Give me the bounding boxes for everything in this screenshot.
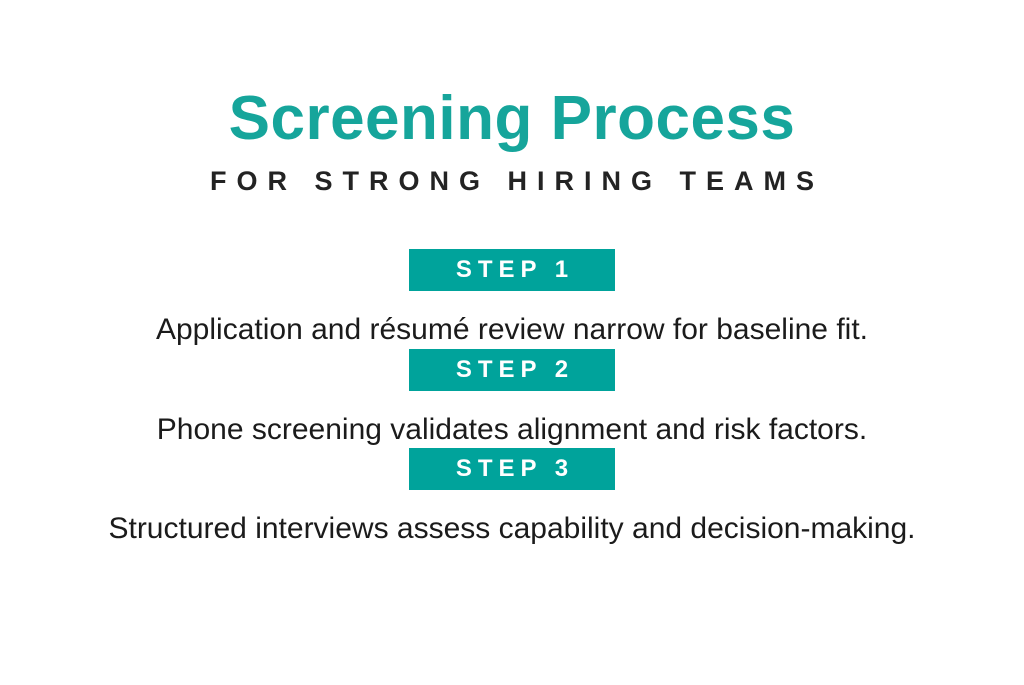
step-2-badge: STEP 2	[409, 348, 615, 391]
step-1: STEP 1 Application and résumé review nar…	[0, 249, 1024, 349]
step-2: STEP 2 Phone screening validates alignme…	[0, 348, 1024, 449]
step-2-description: Phone screening validates alignment and …	[156, 412, 868, 446]
step-3-badge: STEP 3	[409, 448, 615, 490]
header: Screening Process FOR STRONG HIRING TEAM…	[0, 0, 1024, 197]
step-3: STEP 3 Structured interviews assess capa…	[0, 448, 1024, 548]
step-1-description: Application and résumé review narrow for…	[155, 313, 869, 346]
step-3-description: Structured interviews assess capability …	[108, 512, 916, 545]
page-title: Screening Process	[228, 84, 796, 153]
page-subtitle: FOR STRONG HIRING TEAMS	[210, 166, 824, 196]
step-1-badge: STEP 1	[409, 249, 615, 291]
steps-list: STEP 1 Application and résumé review nar…	[0, 249, 1024, 548]
